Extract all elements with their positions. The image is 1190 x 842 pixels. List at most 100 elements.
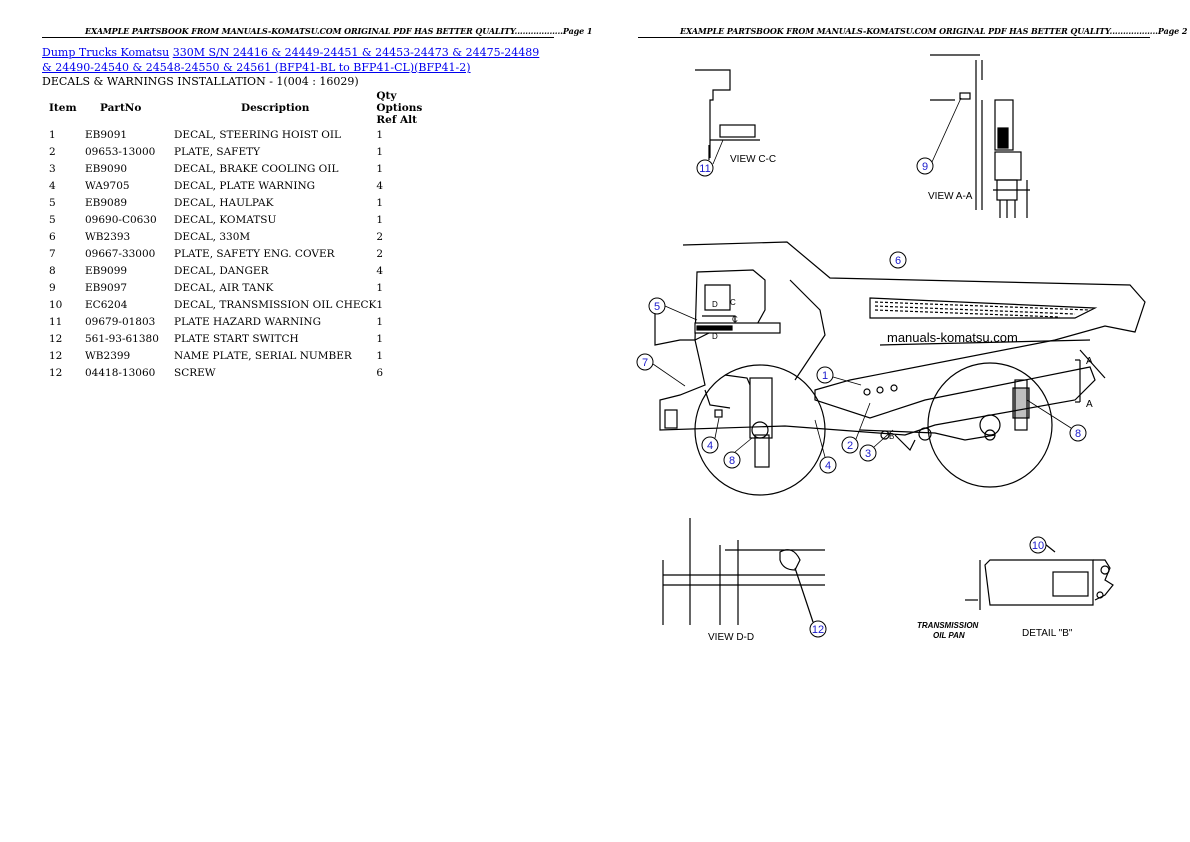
cell-partno: EB9090: [85, 162, 128, 175]
header-rule: [42, 37, 554, 38]
breadcrumb-link-dump-trucks[interactable]: Dump Trucks Komatsu: [42, 46, 170, 59]
cell-item: 4: [49, 179, 56, 192]
cell-partno: 04418-13060: [85, 366, 156, 379]
cell-description: DECAL, HAULPAK: [174, 196, 274, 209]
callout-10[interactable]: [1029, 536, 1047, 554]
label-transmission: TRANSMISSION: [917, 621, 979, 630]
cell-item: 8: [49, 264, 56, 277]
callout-4b-text: 4: [825, 460, 831, 472]
callout-9[interactable]: [916, 157, 934, 175]
parts-table: Item PartNo Description Qty Options Ref …: [42, 90, 422, 381]
exploded-diagram: VIEW C-C VIEW A-A VIEW D-D DETAIL "B" TR…: [636, 54, 1146, 643]
cell-item: 3: [49, 162, 56, 175]
callout-4b[interactable]: [819, 456, 837, 474]
callout-8b[interactable]: [1069, 424, 1087, 442]
cell-partno: 09653-13000: [85, 145, 156, 158]
cell-description: PLATE HAZARD WARNING: [174, 315, 321, 328]
callout-7-text: 7: [642, 357, 648, 369]
cell-partno: 09679-01803: [85, 315, 156, 328]
label-oil-pan: OIL PAN: [933, 631, 965, 640]
label-view-aa: VIEW A-A: [928, 191, 973, 202]
cell-description: DECAL, TRANSMISSION OIL CHECK: [174, 298, 377, 311]
cell-description: PLATE START SWITCH: [174, 332, 299, 345]
cell-description: PLATE, SAFETY ENG. COVER: [174, 247, 335, 260]
cell-item: 7: [49, 247, 56, 260]
callout-8a[interactable]: [723, 451, 741, 469]
cell-partno: EB9097: [85, 281, 128, 294]
label-section-a-bottom: A: [1086, 399, 1093, 410]
breadcrumb-link-model[interactable]: 330M S/N 24416 & 24449-24451 & 24453-244…: [42, 46, 540, 74]
callout-5-text: 5: [654, 301, 660, 313]
title-block: Dump Trucks Komatsu 330M S/N 24416 & 244…: [42, 45, 542, 75]
label-c-marker-top: C: [730, 298, 736, 307]
callout-3[interactable]: [859, 444, 877, 462]
cell-partno: EB9091: [85, 128, 128, 141]
cell-item: 1: [49, 128, 56, 141]
page-header: EXAMPLE PARTSBOOK FROM MANUALS-KOMATSU.C…: [680, 26, 1188, 36]
cell-partno: 09667-33000: [85, 247, 156, 260]
cell-partno: EB9099: [85, 264, 128, 277]
cell-item: 2: [49, 145, 56, 158]
cell-partno: 561-93-61380: [85, 332, 159, 345]
cell-description: DECAL, KOMATSU: [174, 213, 277, 226]
cell-partno: 09690-C0630: [85, 213, 157, 226]
cell-qty: 2: [376, 230, 384, 243]
label-c-marker-bottom: C: [732, 315, 738, 324]
callout-2[interactable]: [841, 436, 859, 454]
cell-item: 9: [49, 281, 56, 294]
table-row: 2 09653-13000 PLATE, SAFETY 1: [42, 143, 422, 160]
cell-description: DECAL, PLATE WARNING: [174, 179, 316, 192]
section-title: DECALS & WARNINGS INSTALLATION - 1(004 :…: [42, 75, 359, 88]
cell-partno: EC6204: [85, 298, 128, 311]
column-header-item: Item: [49, 102, 77, 114]
cell-qty: 1: [376, 145, 384, 158]
callout-8b-text: 8: [1075, 428, 1081, 440]
cell-description: PLATE, SAFETY: [174, 145, 261, 158]
column-header-qty-options: Qty Options Ref Alt: [376, 90, 423, 126]
label-b-marker: B: [889, 432, 894, 441]
callout-11[interactable]: [696, 159, 714, 177]
column-header-partno: PartNo: [100, 102, 142, 114]
cell-description: NAME PLATE, SERIAL NUMBER: [174, 349, 352, 362]
callout-12[interactable]: [809, 620, 827, 638]
callout-7[interactable]: [636, 353, 654, 371]
cell-item: 12: [49, 332, 63, 345]
table-row: 7 09667-33000 PLATE, SAFETY ENG. COVER 2: [42, 245, 422, 262]
cell-item: 6: [49, 230, 56, 243]
diagram-page: EXAMPLE PARTSBOOK FROM MANUALS-KOMATSU.C…: [595, 0, 1190, 842]
detail-b-drawing: [965, 539, 1114, 610]
label-d-marker-bottom: D: [712, 332, 718, 341]
callout-6-text: 6: [895, 255, 901, 267]
view-dd-drawing: [662, 518, 825, 625]
callout-10-text: 10: [1032, 540, 1044, 552]
cell-qty: 2: [376, 247, 384, 260]
cell-qty: 6: [376, 366, 384, 379]
callout-1-text: 1: [822, 370, 828, 382]
label-d-marker-top: D: [712, 300, 718, 309]
parts-list-page: EXAMPLE PARTSBOOK FROM MANUALS-KOMATSU.C…: [42, 26, 592, 381]
callout-1[interactable]: [816, 366, 834, 384]
watermark-text: manuals-komatsu.com: [887, 330, 1018, 345]
cell-item: 12: [49, 349, 63, 362]
cell-item: 5: [49, 196, 56, 209]
label-view-dd: VIEW D-D: [708, 632, 754, 643]
view-aa-drawing: [930, 54, 1030, 218]
cell-partno: WA9705: [85, 179, 130, 192]
callout-6[interactable]: [889, 251, 907, 269]
label-section-a-top: A: [1086, 356, 1093, 367]
cell-description: DECAL, AIR TANK: [174, 281, 274, 294]
callout-4a[interactable]: [701, 436, 719, 454]
header-rule: [638, 37, 1150, 38]
cell-qty: 1: [376, 349, 384, 362]
